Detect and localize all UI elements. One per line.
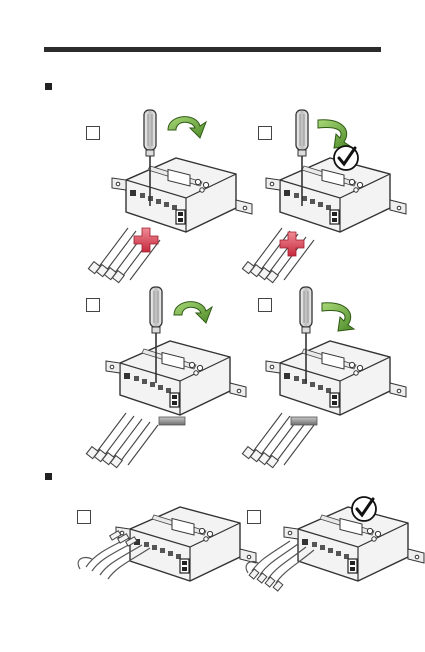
step-5-checkbox[interactable] [77, 510, 91, 524]
section-1-bullet [45, 83, 52, 90]
step-2-checkbox[interactable] [258, 126, 272, 140]
step-tighten-positive-panel [210, 100, 390, 270]
step-4-checkbox[interactable] [258, 298, 272, 312]
step-loosen-negative-panel [80, 285, 230, 445]
step-tighten-negative-panel [230, 285, 390, 445]
step-6-checkbox[interactable] [247, 510, 261, 524]
step-3-checkbox[interactable] [86, 298, 100, 312]
step-1-checkbox[interactable] [86, 126, 100, 140]
plus-sign-icon [134, 228, 158, 252]
section-2-bullet [45, 473, 52, 480]
header-rule [44, 47, 381, 52]
